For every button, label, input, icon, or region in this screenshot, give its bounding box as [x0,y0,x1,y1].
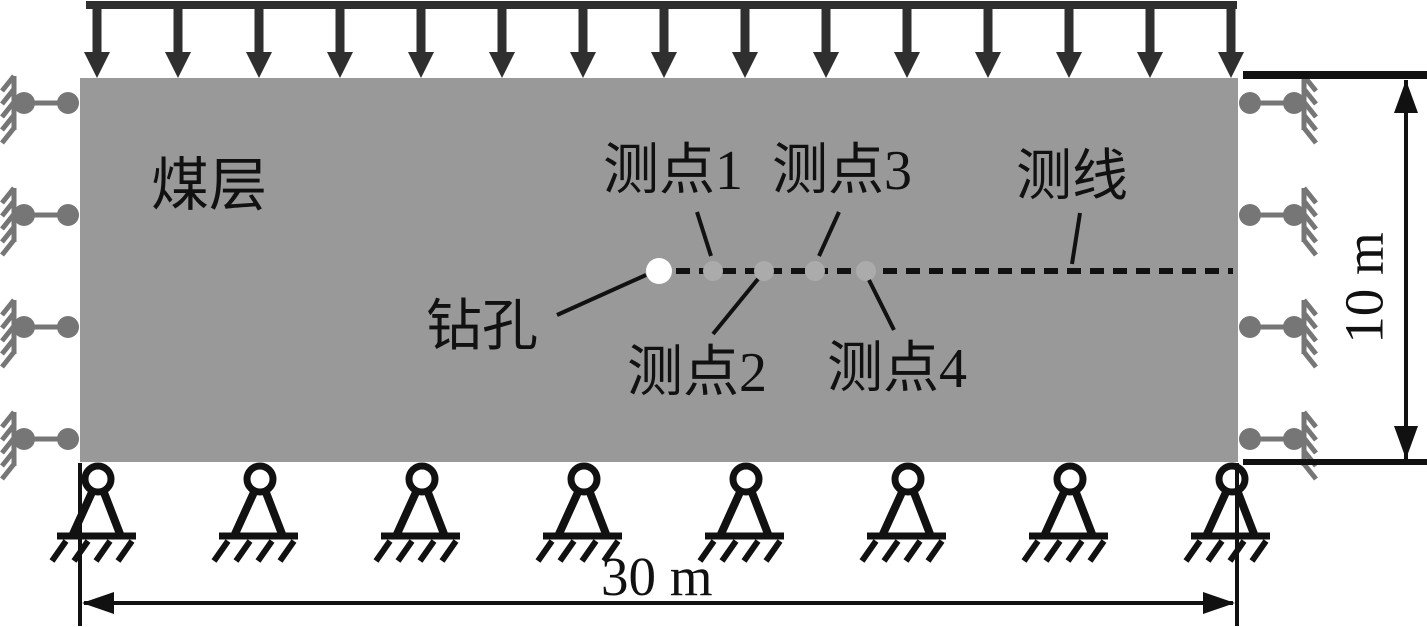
survey-line-leader-line [1070,212,1082,265]
borehole-dot [646,258,672,284]
load-arrow-icon [246,4,272,78]
roller-support-icon [1239,188,1316,255]
distributed-load-arrows [84,4,1244,78]
roller-support-icon [2,300,79,367]
left-roller-supports [2,76,79,479]
borehole-label: 钻孔 [426,296,538,358]
width-dimension [78,463,1239,626]
roller-support-icon [1239,300,1316,367]
roller-support-icon [1239,76,1316,143]
roller-support-icon [2,76,79,143]
survey-point-4-label: 测点4 [827,338,967,400]
load-arrow-icon [327,4,353,78]
survey-point-3-label: 测点3 [772,140,912,202]
pin-support-icon [1024,466,1108,561]
pin-support-icon [214,466,298,561]
load-arrow-icon [570,4,596,78]
roller-support-icon [1239,412,1316,479]
load-arrow-icon [813,4,839,78]
survey-point-2-dot [754,261,774,281]
point4-leader-line [867,279,896,331]
pin-support-icon [700,466,784,561]
load-arrow-icon [1218,4,1244,78]
width-dimension-label: 30 m [601,546,713,607]
roller-support-icon [2,188,79,255]
load-arrow-icon [84,4,110,78]
survey-point-1-dot [703,261,723,281]
pin-support-icon [862,466,946,561]
load-arrow-icon [732,4,758,78]
height-dimension-label: 10 m [1333,232,1395,344]
load-arrow-icon [975,4,1001,78]
point1-leader-line [695,211,713,257]
load-arrow-icon [651,4,677,78]
load-arrow-icon [1137,4,1163,78]
point3-leader-line [817,211,841,257]
point2-leader-line [711,277,760,336]
pin-support-icon [376,466,460,561]
load-arrow-icon [894,4,920,78]
borehole-leader-line [556,273,647,317]
roller-support-icon [2,412,79,479]
load-arrow-icon [489,4,515,78]
pin-support-icon [1186,466,1270,561]
load-arrow-icon [408,4,434,78]
survey-point-1-label: 测点1 [603,140,743,202]
pin-support-icon [52,466,136,561]
survey-point-3-dot [805,261,825,281]
survey-line-label: 测线 [1016,146,1128,208]
coal-seam-label: 煤层 [151,153,268,218]
survey-point-4-dot [856,261,876,281]
right-roller-supports [1239,76,1316,479]
height-dimension [1243,71,1427,465]
load-arrow-icon [1056,4,1082,78]
survey-point-2-label: 测点2 [627,342,767,404]
load-arrow-icon [165,4,191,78]
